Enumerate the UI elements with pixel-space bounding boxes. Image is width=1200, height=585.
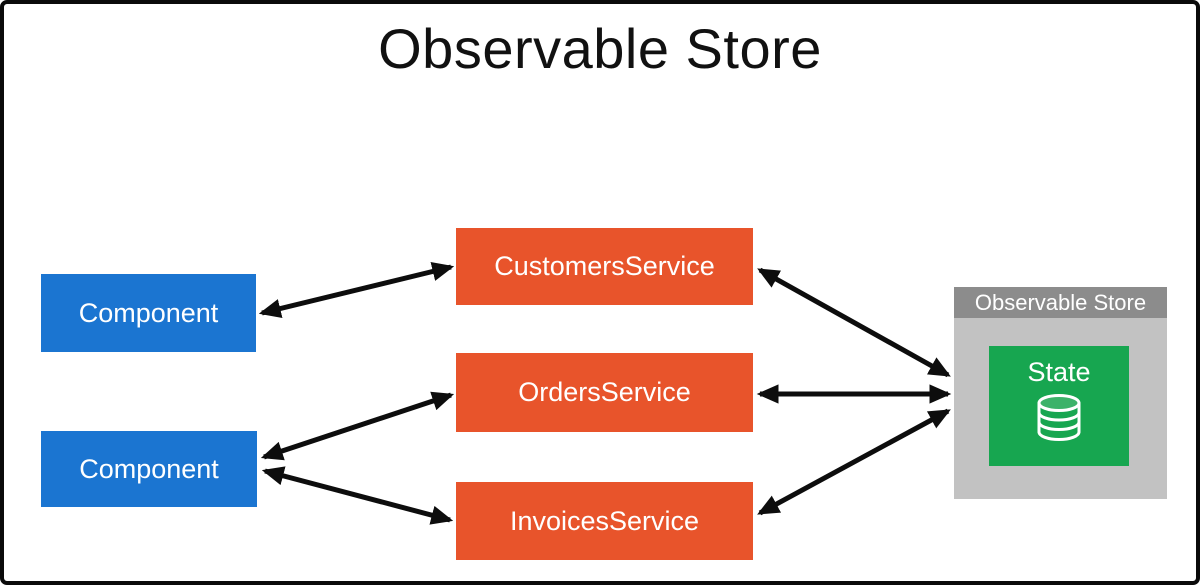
invoices-service-box: InvoicesService — [456, 482, 753, 560]
database-icon — [1037, 393, 1081, 441]
component-box-2: Component — [41, 431, 257, 507]
orders-service-label: OrdersService — [518, 377, 691, 407]
invoices-service-label: InvoicesService — [509, 505, 700, 536]
observable-store-panel: Observable Store State — [954, 287, 1167, 499]
state-box: State — [989, 346, 1129, 466]
arrow-component1-customersservice — [258, 262, 455, 318]
component-box-1: Component — [41, 274, 256, 352]
orders-service-box: OrdersService — [456, 353, 753, 432]
component-1-label: Component — [78, 297, 219, 328]
arrow-customersservice-store — [757, 267, 951, 378]
observable-store-header: Observable Store — [954, 287, 1167, 318]
customers-service-label: CustomersService — [494, 251, 715, 281]
component-2-label: Component — [79, 453, 219, 484]
observable-store-header-label: Observable Store — [974, 289, 1147, 315]
arrow-invoicesservice-store — [757, 408, 951, 516]
customers-service-box: CustomersService — [456, 228, 753, 305]
state-label: State — [1027, 357, 1091, 387]
diagram-title: Observable Store — [378, 17, 822, 80]
arrow-component2-ordersservice — [260, 391, 455, 461]
arrow-component2-invoicesservice — [261, 466, 454, 525]
